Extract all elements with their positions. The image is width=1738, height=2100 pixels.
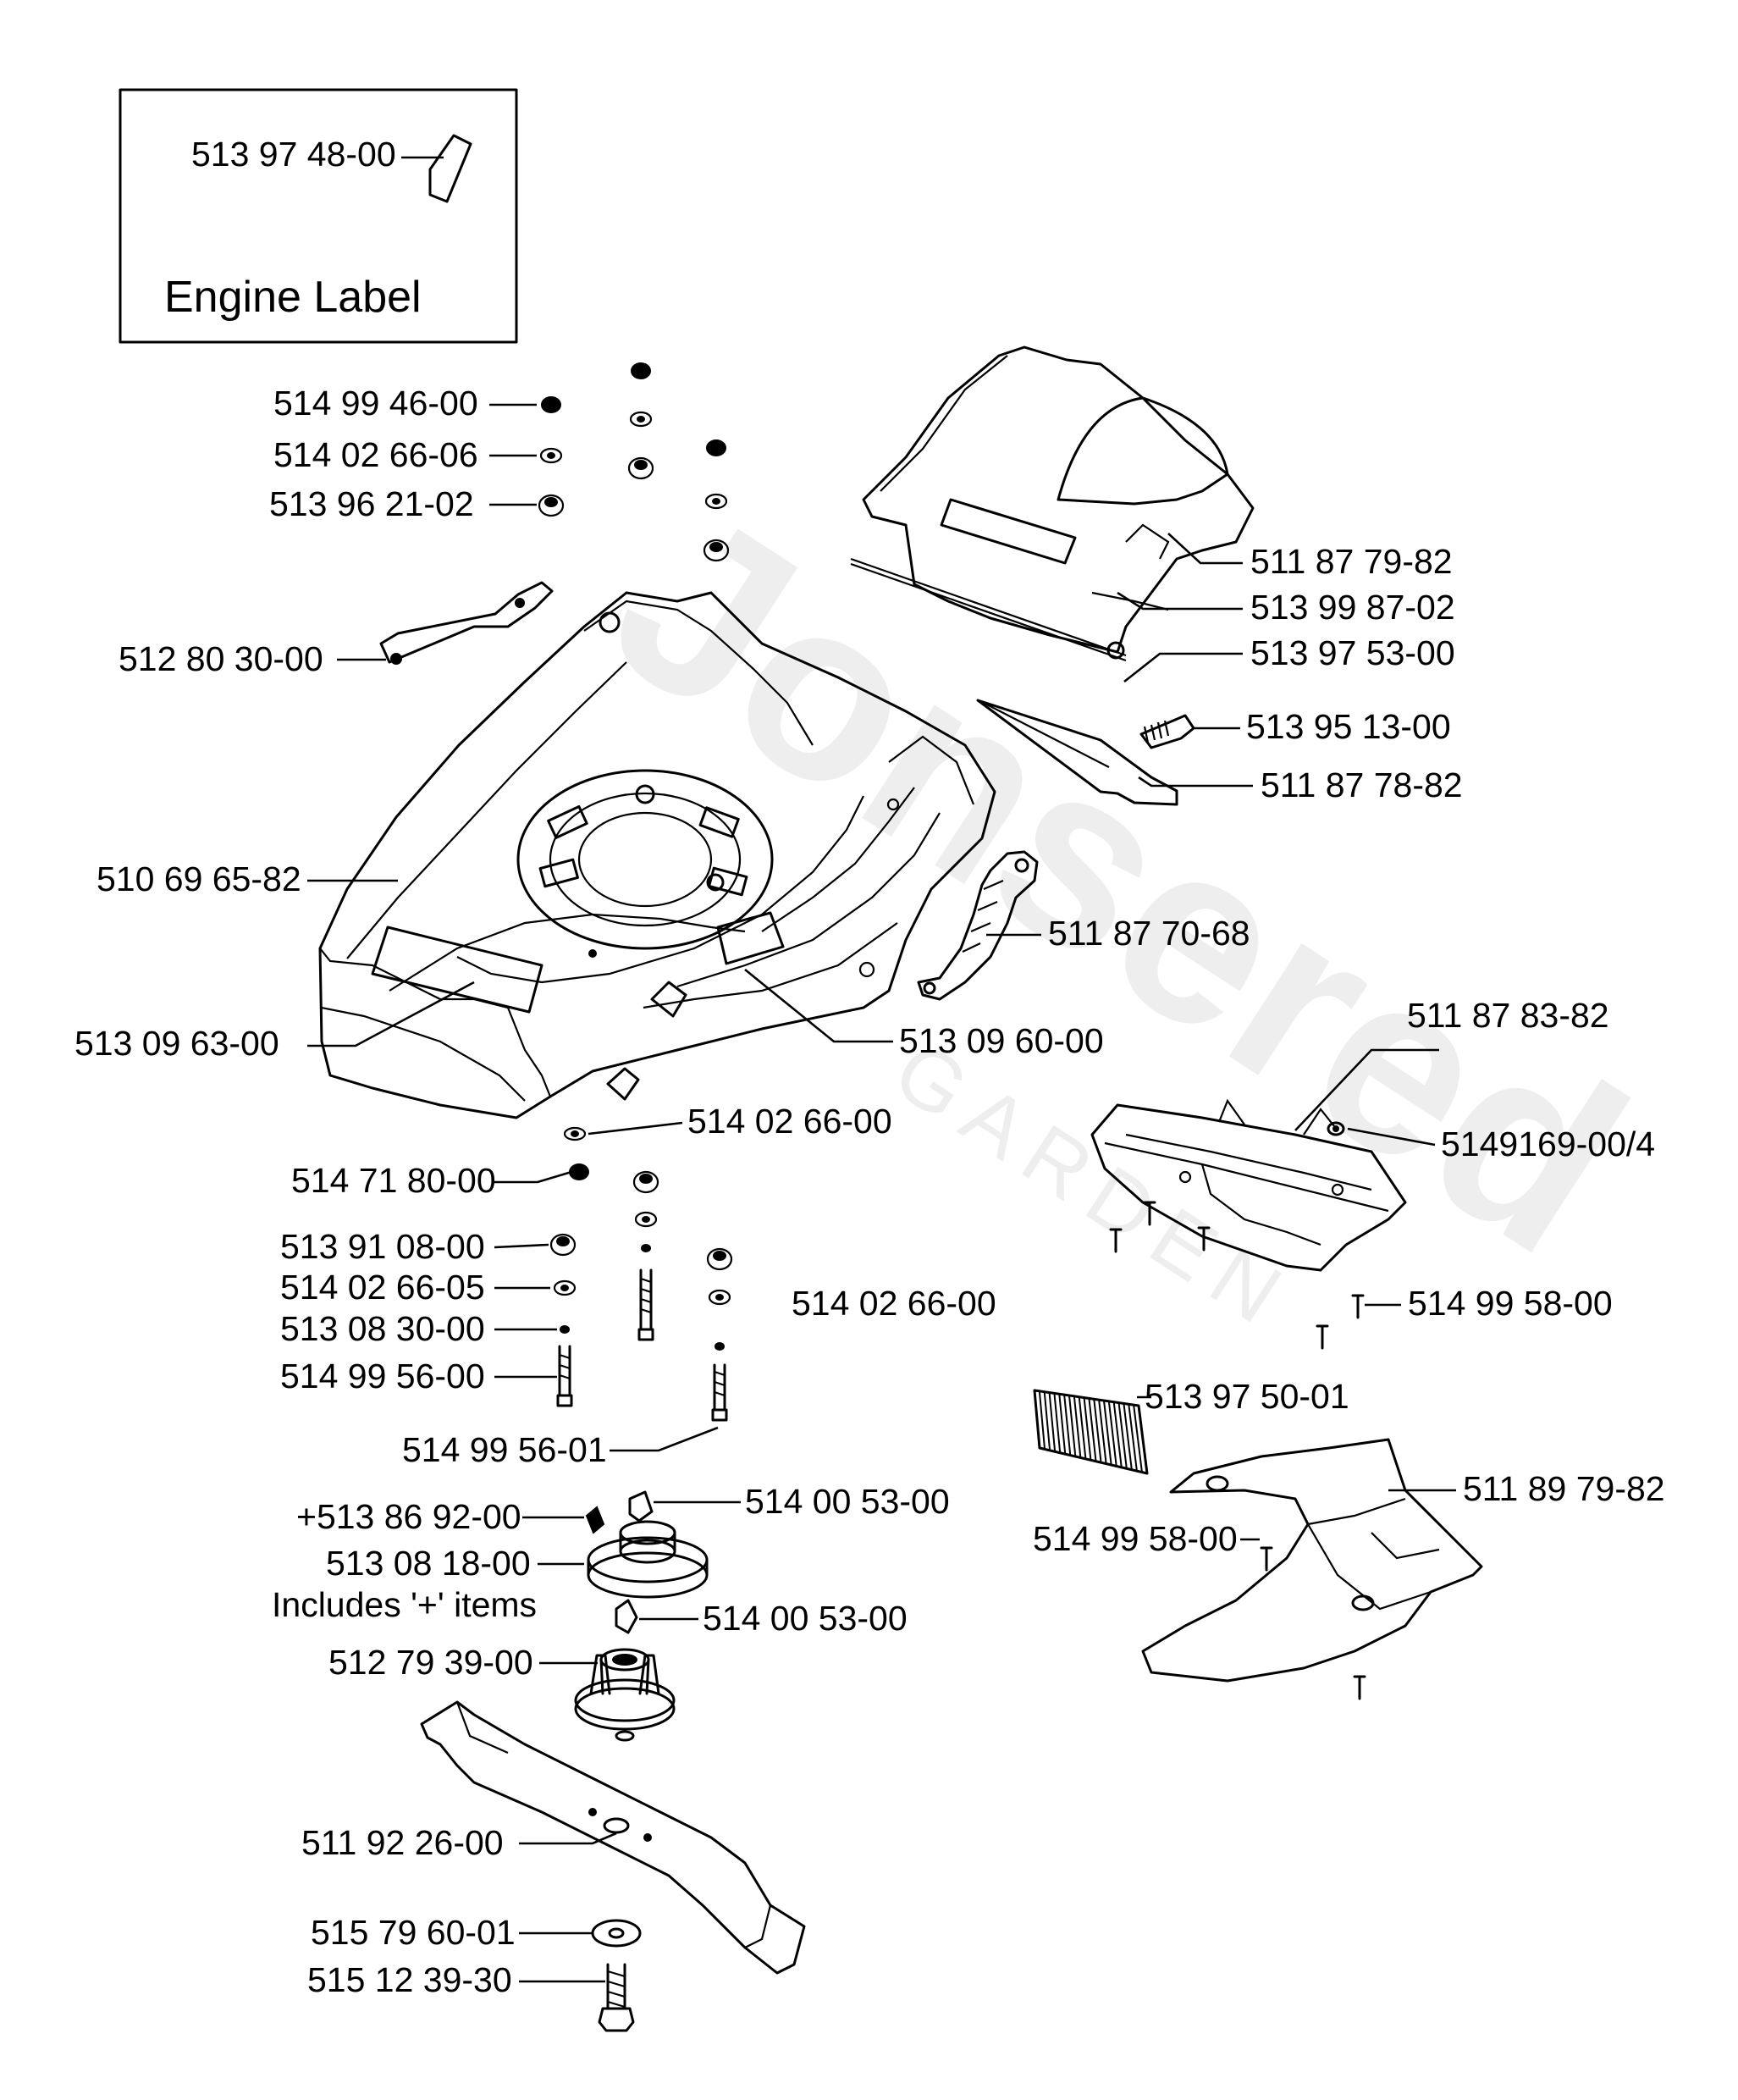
discharge-housing-part xyxy=(1090,1098,1407,1272)
callout-514995600: 514 99 56-00 xyxy=(280,1357,485,1395)
callout-514026600b: 514 02 66-00 xyxy=(792,1284,996,1323)
callout-513975001: 513 97 50-01 xyxy=(1145,1377,1349,1416)
callout-511897982: 511 89 79-82 xyxy=(1463,1469,1665,1508)
callout-511922600: 511 92 26-00 xyxy=(301,1823,504,1862)
nuts-column-b xyxy=(703,439,730,562)
rear-flap-label xyxy=(940,498,1077,565)
callout-510696582: 510 69 65-82 xyxy=(97,859,301,898)
mower-deck-part xyxy=(318,591,996,1119)
washer-part xyxy=(591,1919,642,1948)
callout-512793900: 512 79 39-00 xyxy=(328,1643,533,1682)
callout-514005300b: 514 00 53-00 xyxy=(703,1599,908,1638)
mulch-grid-line xyxy=(1083,1397,1092,1461)
rear-flap-part xyxy=(862,345,1255,660)
key-part-lower xyxy=(615,1599,638,1634)
engine-label-inset: 513 97 48-00 Engine Label xyxy=(119,88,518,344)
callout-513998702: 513 99 87-02 xyxy=(1250,588,1455,627)
lower-nuts-column-c xyxy=(706,1247,733,1422)
callout-511878382: 511 87 83-82 xyxy=(1407,996,1609,1035)
callout-514995800a: 514 99 58-00 xyxy=(1408,1284,1613,1323)
callout-514026600: 514 02 66-00 xyxy=(687,1102,892,1141)
inset-title: Engine Label xyxy=(164,273,422,322)
callout-515796001: 515 79 60-01 xyxy=(311,1913,516,1952)
mulch-grid-line xyxy=(1058,1394,1067,1455)
mulch-grid-line xyxy=(1053,1393,1062,1453)
mulch-grid-line xyxy=(1138,1405,1148,1474)
mulch-grid-line xyxy=(1123,1403,1133,1470)
lower-nuts-column-b xyxy=(632,1170,659,1341)
pulley-part xyxy=(587,1520,709,1599)
blade-bolt-part xyxy=(598,1963,635,2032)
callout-514026606: 514 02 66-06 xyxy=(273,435,478,474)
mulch-plate-part xyxy=(976,699,1178,806)
callout-511877068: 511 87 70-68 xyxy=(1048,914,1250,953)
rod-part xyxy=(850,557,1127,657)
callout-513083000: 513 08 30-00 xyxy=(280,1309,485,1348)
callout-512803000: 512 80 30-00 xyxy=(119,639,323,678)
mulch-grid-line xyxy=(1078,1396,1087,1459)
callout-514995601: 514 99 56-01 xyxy=(402,1430,607,1469)
mulch-grid-line xyxy=(1103,1400,1112,1466)
lower-nuts-legend xyxy=(549,1233,577,1407)
mulch-grid-line xyxy=(1063,1395,1072,1456)
callout-513081800: 513 08 18-00 xyxy=(326,1544,531,1583)
callout-513869200: +513 86 92-00 xyxy=(296,1497,521,1536)
callout-511877882: 511 87 78-82 xyxy=(1261,765,1463,804)
inset-part-number: 513 97 48-00 xyxy=(191,135,396,174)
handle-bracket-part xyxy=(917,850,1039,1001)
inset-frame xyxy=(119,88,518,344)
callout-513962102: 513 96 21-02 xyxy=(269,484,474,523)
rear-flap-crest xyxy=(1057,396,1229,506)
callout-513096000: 513 09 60-00 xyxy=(899,1021,1104,1060)
engine-label-part xyxy=(428,134,472,203)
bracket-part xyxy=(379,581,554,664)
engine-mount-ring xyxy=(516,769,774,950)
callout-513975300: 513 97 53-00 xyxy=(1250,633,1455,672)
callout-513910800: 513 91 08-00 xyxy=(280,1227,485,1266)
callout-513096300: 513 09 63-00 xyxy=(74,1024,279,1063)
spring-part xyxy=(1139,714,1195,749)
mulch-grid-line xyxy=(1034,1390,1040,1449)
mulch-grid-line xyxy=(1068,1395,1077,1457)
mulch-grid-line xyxy=(1133,1405,1143,1473)
callout-514994600: 514 99 46-00 xyxy=(273,384,478,423)
mulch-grid-line xyxy=(1088,1398,1097,1462)
leader-lines xyxy=(307,403,1456,1983)
mulch-grid-line xyxy=(1048,1392,1057,1452)
callout-515123930: 515 12 39-30 xyxy=(307,1960,512,1999)
callout-514005300a: 514 00 53-00 xyxy=(745,1482,950,1521)
callout-514718000: 514 71 80-00 xyxy=(291,1161,496,1200)
callout-labels: 514 99 46-00 514 02 66-06 513 96 21-02 5… xyxy=(74,384,1665,1999)
mulch-grid-line xyxy=(1128,1404,1138,1472)
blade-part xyxy=(420,1700,806,1975)
mulch-grid-line xyxy=(1038,1390,1046,1450)
callout-511877982: 511 87 79-82 xyxy=(1250,542,1453,581)
set-screw-part xyxy=(585,1506,605,1534)
housing-screws xyxy=(1109,1201,1365,1350)
mulch-grid-line xyxy=(1073,1395,1082,1458)
callout-514026605: 514 02 66-05 xyxy=(280,1268,485,1307)
chute-deflector-part xyxy=(1141,1438,1483,1700)
callout-includes: Includes '+' items xyxy=(272,1585,537,1624)
nuts-legend xyxy=(538,396,565,517)
mulch-grid-line xyxy=(1107,1401,1117,1467)
key-part-upper xyxy=(628,1490,654,1522)
mulch-grid-line xyxy=(1117,1402,1128,1469)
mulch-grid-line xyxy=(1112,1401,1123,1467)
mulch-grid-line xyxy=(1043,1391,1051,1451)
lower-nuts-column-a xyxy=(563,1126,589,1180)
callout-513951300: 513 95 13-00 xyxy=(1246,707,1451,746)
callout-514995800b: 514 99 58-00 xyxy=(1033,1519,1238,1558)
mulch-grid-part xyxy=(1033,1389,1149,1475)
mulch-grid-line xyxy=(1098,1400,1107,1464)
blade-adapter-part xyxy=(574,1648,676,1742)
callout-514916900: 5149169-00/4 xyxy=(1441,1125,1655,1163)
mulch-grid-line xyxy=(1093,1399,1102,1463)
deck-label-front xyxy=(371,926,543,1014)
nuts-column-a xyxy=(627,362,654,480)
deck-label-rear xyxy=(716,911,785,965)
